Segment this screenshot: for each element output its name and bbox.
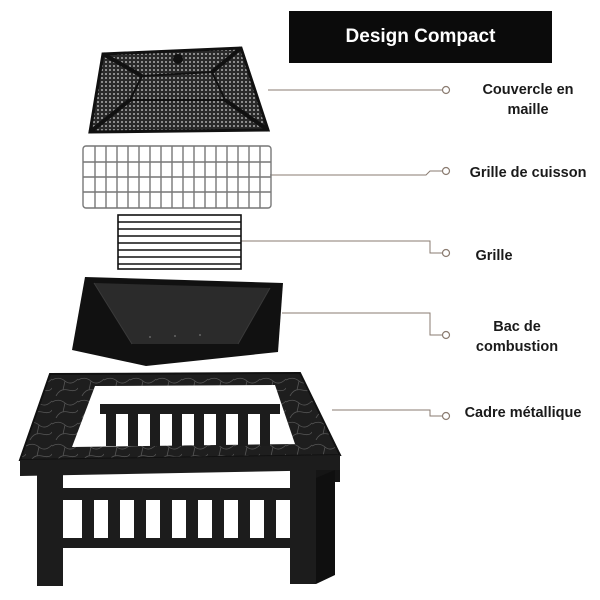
label-lid: Couvercle en maille [482, 82, 574, 118]
label-frame: Cadre métallique [464, 405, 582, 421]
leader-dot-bowl [441, 330, 451, 340]
label-cooking-grid: Grille de cuisson [469, 165, 587, 181]
grate-illustration [117, 214, 242, 270]
fire-bowl-illustration [72, 277, 283, 366]
mesh-lid-illustration [88, 46, 271, 134]
banner-title: Design Compact [345, 26, 496, 47]
title-banner: Design Compact [289, 11, 552, 63]
leader-line-grate [241, 240, 443, 254]
leader-dot-lid [441, 85, 451, 95]
leader-line-bowl [282, 312, 443, 336]
leader-dot-cooking-grid [441, 166, 451, 176]
label-grate: Grille [475, 248, 513, 264]
leader-lines [241, 89, 443, 417]
leader-endpoints [441, 85, 451, 421]
cooking-grid-illustration [82, 145, 272, 209]
metal-frame-illustration [18, 371, 342, 586]
leader-dot-frame [441, 411, 451, 421]
leader-dot-grate [441, 248, 451, 258]
leader-line-frame [332, 409, 443, 417]
label-bowl: Bac de combustion [475, 319, 559, 355]
leader-line-cooking-grid [270, 170, 443, 176]
